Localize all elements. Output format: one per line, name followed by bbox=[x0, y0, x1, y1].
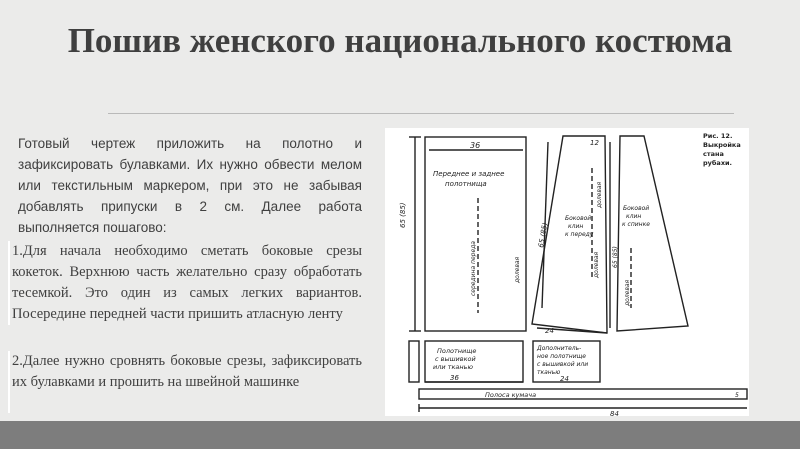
intro-paragraph: Готовый чертеж приложить на полотно и за… bbox=[18, 136, 362, 235]
caption-line-1: Рис. 12. bbox=[703, 132, 732, 140]
footer-bar bbox=[0, 421, 800, 449]
label-gusset-back-1: Боковой bbox=[623, 205, 649, 212]
label-length-gusset-back: 65 (85) bbox=[612, 246, 619, 268]
label-grain-gusset-front-2: долевая bbox=[593, 251, 600, 279]
label-gusset-front-3: к переду bbox=[565, 231, 594, 238]
step-2-bar bbox=[8, 351, 10, 413]
label-panel-extra-3: с вышивкой или bbox=[537, 361, 588, 368]
label-panel-emb-3: или тканью bbox=[433, 363, 473, 371]
label-grain-front: середина переда bbox=[470, 241, 477, 296]
front-back-panel bbox=[424, 136, 527, 332]
panel-extra bbox=[532, 340, 601, 383]
label-front-back-1: Переднее и заднее bbox=[433, 170, 504, 178]
pattern-svg: Переднее и заднее полотнища 36 65 (85) с… bbox=[399, 132, 748, 416]
step-2-text: 2.Далее нужно сровнять боковые срезы, за… bbox=[12, 353, 362, 390]
label-panel-extra-2: ное полотнище bbox=[537, 353, 586, 360]
label-panel-emb-2: с вышивкой bbox=[435, 355, 476, 363]
label-grain-gusset-front: долевая bbox=[596, 181, 603, 209]
label-strip-width: 84 bbox=[610, 410, 619, 416]
label-width-36: 36 bbox=[470, 141, 480, 150]
label-length-left: 65 (85) bbox=[399, 202, 407, 228]
label-top-12: 12 bbox=[590, 139, 599, 147]
label-front-back-2: полотнища bbox=[445, 180, 487, 188]
label-panel-36: 36 bbox=[450, 374, 459, 382]
label-grain-panel: долевая bbox=[514, 256, 521, 284]
dimension-line-gusset bbox=[541, 141, 549, 309]
label-gusset-back-2: клин bbox=[626, 213, 641, 220]
step-1-text: 1.Для начала необходимо сметать боковые … bbox=[12, 243, 362, 322]
label-panel-24: 24 bbox=[560, 375, 569, 383]
label-strip: Полоса кумача bbox=[485, 391, 536, 399]
title-divider bbox=[108, 113, 734, 114]
label-gusset-front-1: Боковой bbox=[565, 215, 591, 222]
label-gusset-back-3: к спинке bbox=[622, 221, 650, 228]
side-gusset-back bbox=[616, 135, 689, 332]
label-gusset-front-2: клин bbox=[568, 223, 583, 230]
caption-line-4: рубахи. bbox=[703, 159, 732, 167]
label-length-gusset: 65 (85) bbox=[537, 222, 549, 249]
kumach-strip bbox=[418, 388, 748, 400]
label-bottom-24: 24 bbox=[545, 327, 554, 335]
caption-line-3: стана bbox=[703, 150, 724, 158]
caption-line-2: Выкройка bbox=[703, 141, 741, 149]
slide-title: Пошив женского национального костюма bbox=[67, 21, 733, 60]
label-panel-extra-1: Дополнитель- bbox=[536, 345, 581, 352]
step-1-bar bbox=[8, 241, 10, 325]
pattern-drawing: Переднее и заднее полотнища 36 65 (85) с… bbox=[385, 128, 749, 416]
label-panel-emb-1: Полотнище bbox=[437, 347, 476, 355]
label-small-5: 5 bbox=[735, 392, 739, 399]
label-grain-gusset-back: долевая bbox=[624, 279, 631, 307]
label-panel-extra-4: тканью bbox=[537, 369, 560, 376]
